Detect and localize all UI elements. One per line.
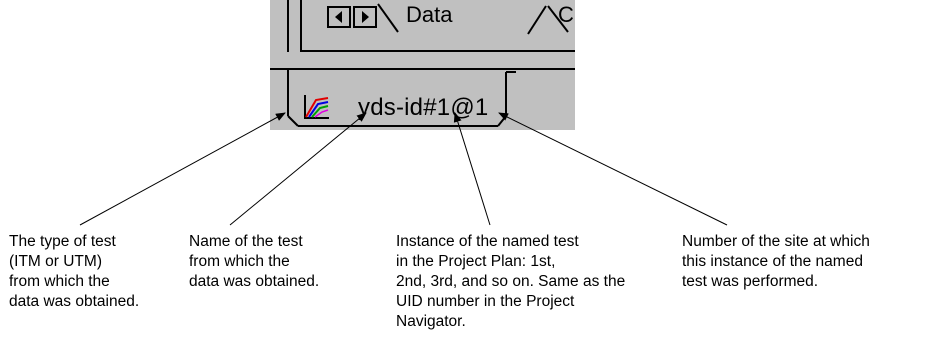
leader-line-test-type — [79, 112, 286, 226]
callout-line: UID number in the Project — [396, 293, 575, 310]
callout-test-type: The type of test (ITM or UTM) from which… — [9, 232, 139, 312]
callout-line: The type of test — [9, 233, 116, 250]
callout-line: data was obtained. — [9, 293, 140, 310]
callout-line: Name of the test — [189, 233, 303, 250]
callout-line: this instance of the named — [682, 253, 863, 270]
tab-strip-outline — [377, 3, 569, 35]
lower-tab-area: yds-id#1@1 — [270, 62, 575, 130]
callout-line: from which the — [189, 253, 290, 270]
right-arrow-icon — [362, 11, 369, 23]
tab-data[interactable]: Data — [406, 2, 453, 27]
outer-frame-edge — [287, 0, 289, 52]
callout-line: Instance of the named test — [396, 233, 579, 250]
tab-next-partial[interactable]: C — [558, 2, 574, 27]
callout-line: Navigator. — [396, 313, 466, 330]
callout-line: Number of the site at which — [682, 233, 870, 250]
scroll-tabs-left-button[interactable] — [327, 6, 351, 28]
callout-line: test was performed. — [682, 273, 819, 290]
callout-line: 2nd, 3rd, and so on. Same as the — [396, 273, 626, 290]
callout-line: in the Project Plan: 1st, — [396, 253, 556, 270]
test-data-tab[interactable]: yds-id#1@1 — [280, 70, 516, 128]
callout-line: data was obtained. — [189, 273, 320, 290]
test-type-icon — [302, 94, 330, 120]
magnified-ui-crop: Data C yds — [270, 0, 575, 130]
callout-site-number: Number of the site at which this instanc… — [682, 232, 870, 292]
test-tab-label: yds-id#1@1 — [358, 94, 489, 121]
callout-line: from which the — [9, 273, 110, 290]
scroll-tabs-right-button[interactable] — [353, 6, 377, 28]
callout-line: (ITM or UTM) — [9, 253, 102, 270]
left-arrow-icon — [335, 11, 342, 23]
panel-divider — [270, 68, 575, 70]
callout-instance-number: Instance of the named test in the Projec… — [396, 232, 625, 332]
callout-test-name: Name of the test from which the data was… — [189, 232, 319, 292]
